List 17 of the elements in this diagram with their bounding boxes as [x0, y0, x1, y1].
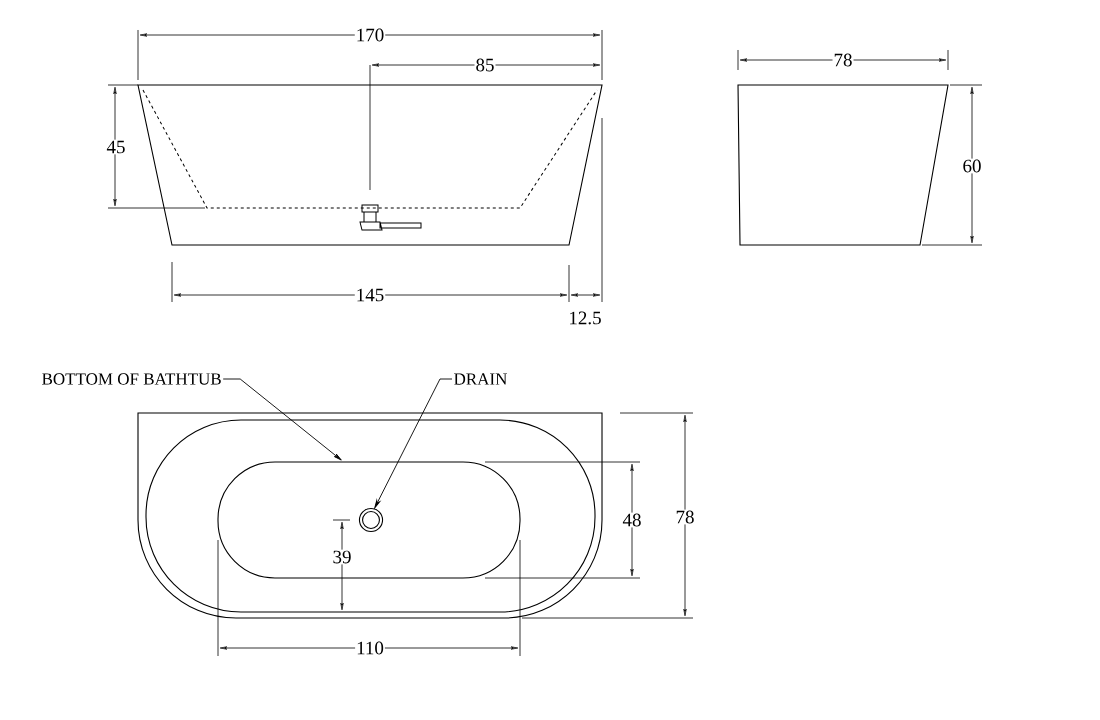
bathtub-bottom-outline	[217, 461, 521, 579]
dimension-text: 48	[621, 512, 643, 528]
leader-line	[374, 378, 453, 509]
dimension-text: 45	[105, 139, 127, 155]
dimension-text: 78	[674, 509, 696, 525]
leader-text: BOTTOM OF BATHTUB	[42, 373, 221, 385]
dimension-text: 78	[832, 52, 854, 68]
dimension-text: 145	[354, 287, 386, 303]
dimension-text: 12.5	[570, 311, 601, 325]
dimension-text: 110	[355, 640, 385, 656]
dimension-text: 60	[961, 158, 983, 174]
dimension-text: 85	[474, 57, 496, 73]
dimension-text: 39	[331, 549, 353, 565]
dimension-text: 170	[354, 27, 386, 43]
leader-line	[222, 378, 342, 461]
drain-circle	[358, 507, 384, 533]
leader-text: DRAIN	[454, 373, 507, 385]
